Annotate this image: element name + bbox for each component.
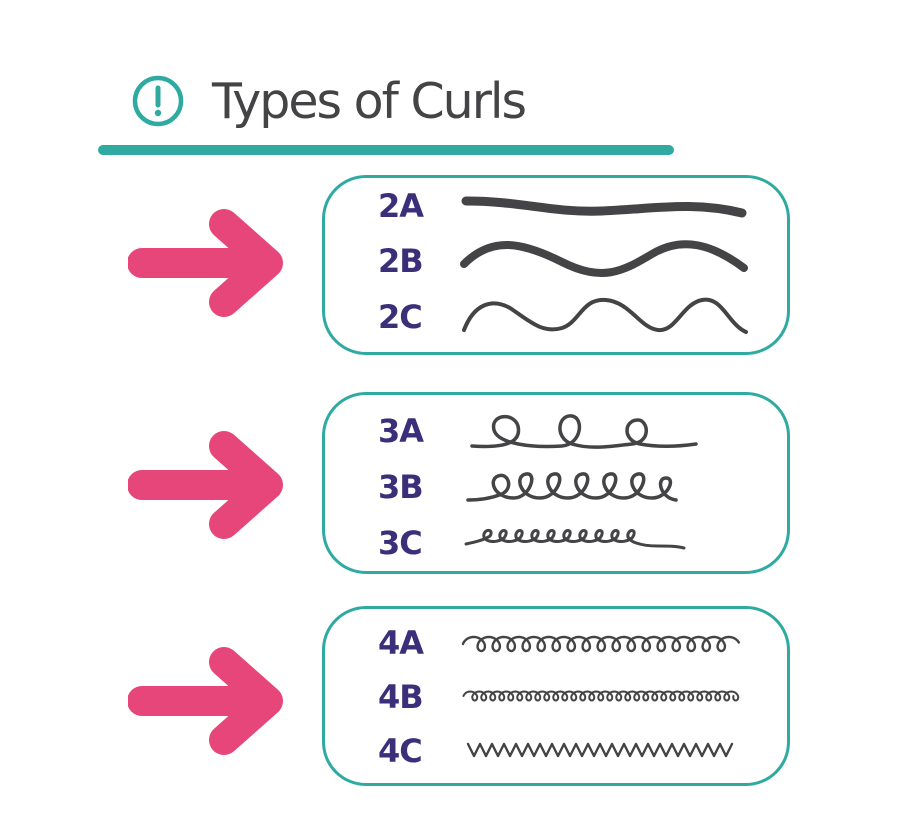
- curl-pattern-3c: [464, 528, 686, 550]
- curl-group-3: [322, 392, 790, 574]
- curl-row-4b: 4B: [378, 674, 758, 718]
- curl-type-label: 2B: [378, 242, 424, 280]
- curl-row-4a: 4A: [378, 620, 758, 664]
- curl-pattern-2a: [461, 196, 747, 218]
- arrow-right-icon: [128, 431, 283, 539]
- curl-pattern-3b: [466, 472, 678, 502]
- arrow-right-icon: [128, 209, 283, 317]
- curl-pattern-4b: [462, 690, 740, 702]
- curl-type-label: 2C: [378, 298, 423, 336]
- title-underline: [98, 145, 674, 155]
- curl-pattern-2c: [462, 297, 748, 334]
- arrow-right-icon: [128, 647, 283, 755]
- curl-type-label: 3A: [378, 412, 424, 450]
- curl-type-label: 2A: [378, 187, 424, 225]
- alert-circle-icon: [132, 75, 184, 127]
- curl-pattern-2b: [460, 240, 748, 277]
- curl-pattern-4a: [461, 635, 740, 653]
- curl-type-label: 4B: [378, 678, 424, 716]
- curl-row-3c: 3C: [378, 520, 758, 564]
- curl-group-4: [322, 606, 790, 786]
- curl-type-label: 3B: [378, 468, 424, 506]
- curl-row-2c: 2C: [378, 294, 758, 338]
- curl-pattern-3a: [470, 414, 698, 449]
- curl-row-2a: 2A: [378, 183, 758, 227]
- curl-type-label: 3C: [378, 524, 423, 562]
- curl-row-3b: 3B: [378, 464, 758, 508]
- curl-row-3a: 3A: [378, 408, 758, 452]
- curl-row-2b: 2B: [378, 238, 758, 282]
- page-title: Types of Curls: [212, 72, 527, 130]
- curl-group-2: [322, 175, 790, 355]
- curl-pattern-4c: [466, 742, 734, 758]
- curl-type-label: 4C: [378, 732, 423, 770]
- curl-type-label: 4A: [378, 624, 424, 662]
- title-row: Types of Curls: [130, 66, 527, 136]
- curl-row-4c: 4C: [378, 728, 758, 772]
